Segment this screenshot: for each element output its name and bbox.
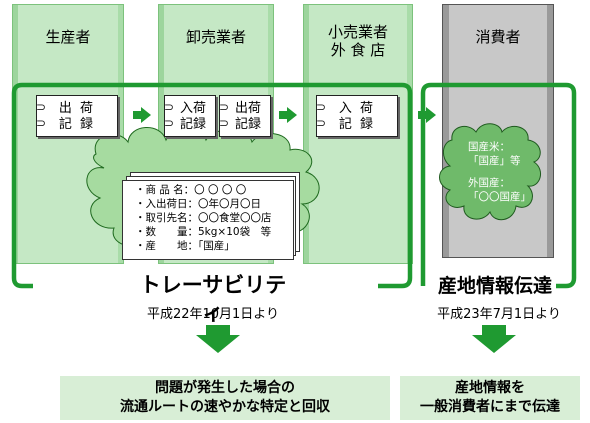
record-card-line: ・取引先名：〇〇食堂〇〇店 — [135, 212, 272, 224]
record-label-line2: 記録 — [234, 117, 261, 132]
consumer-origin-label: 国産米： 「国産」等 外国産： 「〇〇国産」 — [468, 140, 531, 204]
record-card: ・商 品 名：〇 〇 〇 〇 ・入出荷日：〇年〇月〇日 ・取引先名：〇〇食堂〇〇… — [122, 180, 294, 260]
scroll-curl-icon: ⊃ — [36, 100, 47, 114]
origin-result: 産地情報を 一般消費者にまで伝達 — [400, 376, 580, 420]
record-shipping-producer: ⊃ ⊃ 出 荷 記 録 — [36, 95, 118, 137]
origin-date: 平成23年7月1日より — [437, 307, 561, 322]
stage-label-producer: 生産者 — [45, 28, 91, 46]
origin-bracket — [420, 82, 577, 289]
record-shipping-wholesaler: ⊃ ⊃ 出荷 記録 — [219, 95, 271, 137]
result-line1: 産地情報を — [455, 380, 525, 396]
consumer-cloud — [439, 123, 542, 221]
record-card-line: ・入出荷日：〇年〇月〇日 — [135, 198, 261, 210]
arrow-down-icon — [196, 325, 240, 353]
traceability-date: 平成22年10月1日より — [146, 307, 280, 322]
stage-label-wholesaler: 卸売業者 — [185, 28, 246, 46]
record-label-line1: 入 荷 — [338, 101, 376, 116]
arrow-right-icon — [418, 107, 436, 123]
record-card-line: ・商 品 名：〇 〇 〇 〇 — [135, 184, 247, 196]
scroll-curl-icon: ⊃ — [164, 100, 175, 114]
label-line: 外国産： — [468, 177, 510, 189]
scroll-curl-icon: ⊃ — [316, 100, 327, 114]
arrow-down-icon — [472, 325, 516, 353]
traceability-bracket — [11, 82, 413, 289]
record-label-line2: 記録 — [179, 117, 206, 132]
record-card-line: ・産 地：「国産」 — [135, 240, 235, 252]
record-card-line: ・数 量：5kg×10袋 等 — [135, 226, 272, 238]
arrow-right-icon — [133, 107, 151, 123]
arrow-right-icon — [279, 107, 297, 123]
result-line2: 一般消費者にまで伝達 — [420, 399, 560, 415]
traceability-title: トレーサビリティ — [132, 271, 294, 327]
result-line2: 流通ルートの速やかな特定と回収 — [120, 399, 330, 415]
scroll-curl-icon: ⊃ — [164, 116, 175, 130]
scroll-curl-icon: ⊃ — [219, 100, 230, 114]
record-label-line1: 出荷 — [234, 101, 261, 116]
label-line: 「国産」等 — [468, 155, 521, 167]
label-line: 国産米： — [468, 141, 510, 153]
stage-label-retailer: 小売業者 外 食 店 — [327, 23, 388, 59]
scroll-curl-icon: ⊃ — [219, 116, 230, 130]
record-receiving-retailer: ⊃ ⊃ 入 荷 記 録 — [316, 95, 398, 137]
origin-title: 産地情報伝達 — [434, 273, 556, 299]
label-line: 「〇〇国産」 — [468, 191, 531, 203]
stage-label-consumer: 消費者 — [475, 28, 521, 46]
record-label-line1: 出 荷 — [58, 101, 96, 116]
scroll-curl-icon: ⊃ — [36, 116, 47, 130]
record-label-line2: 記 録 — [58, 117, 96, 132]
record-label-line2: 記 録 — [338, 117, 376, 132]
record-receiving-wholesaler: ⊃ ⊃ 入荷 記録 — [164, 95, 216, 137]
scroll-curl-icon: ⊃ — [316, 116, 327, 130]
traceability-result: 問題が発生した場合の 流通ルートの速やかな特定と回収 — [60, 376, 390, 420]
label-line — [468, 168, 531, 176]
result-line1: 問題が発生した場合の — [155, 380, 295, 396]
record-label-line1: 入荷 — [179, 101, 206, 116]
